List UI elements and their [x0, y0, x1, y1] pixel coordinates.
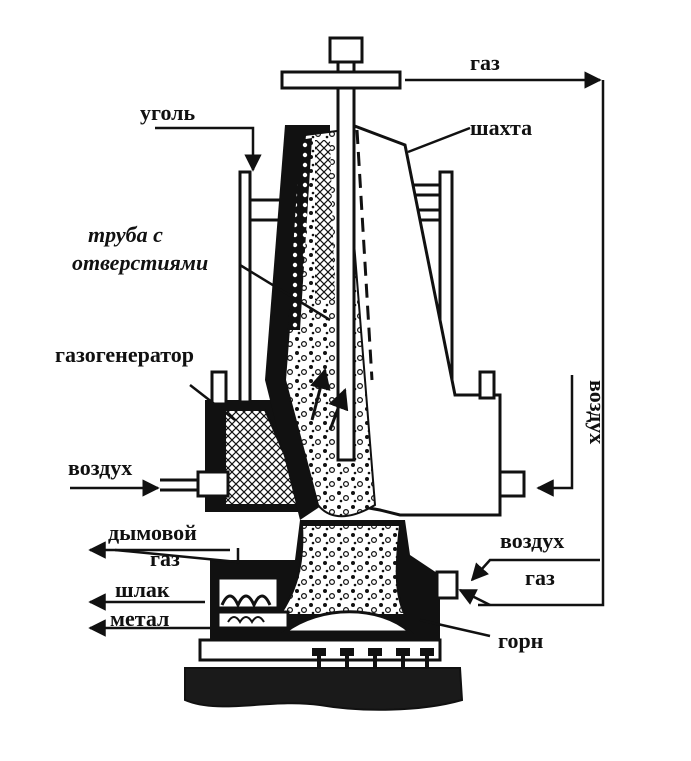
label-slag: шлак — [115, 577, 170, 602]
label-hearth: горн — [498, 628, 544, 653]
metal-pool — [280, 610, 414, 634]
hearth-well — [278, 524, 407, 616]
label-flue-line2: газ — [150, 546, 180, 571]
label-gas-right: газ — [525, 565, 555, 590]
generator-air-nozzle — [196, 470, 230, 498]
label-tube-line2: отверстиями — [72, 250, 208, 275]
flow-arrows — [70, 71, 605, 638]
right-air-nozzle — [498, 470, 526, 498]
label-air-right-vertical: воздух — [585, 380, 610, 444]
label-metal: метал — [110, 606, 169, 631]
label-tube-line1: труба с — [88, 222, 163, 247]
label-shaft: шахта — [470, 115, 532, 140]
label-air-right: воздух — [500, 528, 564, 553]
label-gas-generator: газогенератор — [55, 342, 194, 367]
gas-offtake — [280, 70, 402, 90]
label-flue-line1: дымовой — [108, 520, 197, 545]
right-tuyere — [435, 570, 459, 600]
frame-left — [238, 170, 252, 404]
top-cap — [328, 36, 364, 64]
label-coal: уголь — [140, 100, 195, 125]
label-air-left: воздух — [68, 455, 132, 480]
label-gas-top: газ — [470, 50, 500, 75]
foundation — [184, 667, 464, 711]
support-legs — [312, 648, 434, 668]
